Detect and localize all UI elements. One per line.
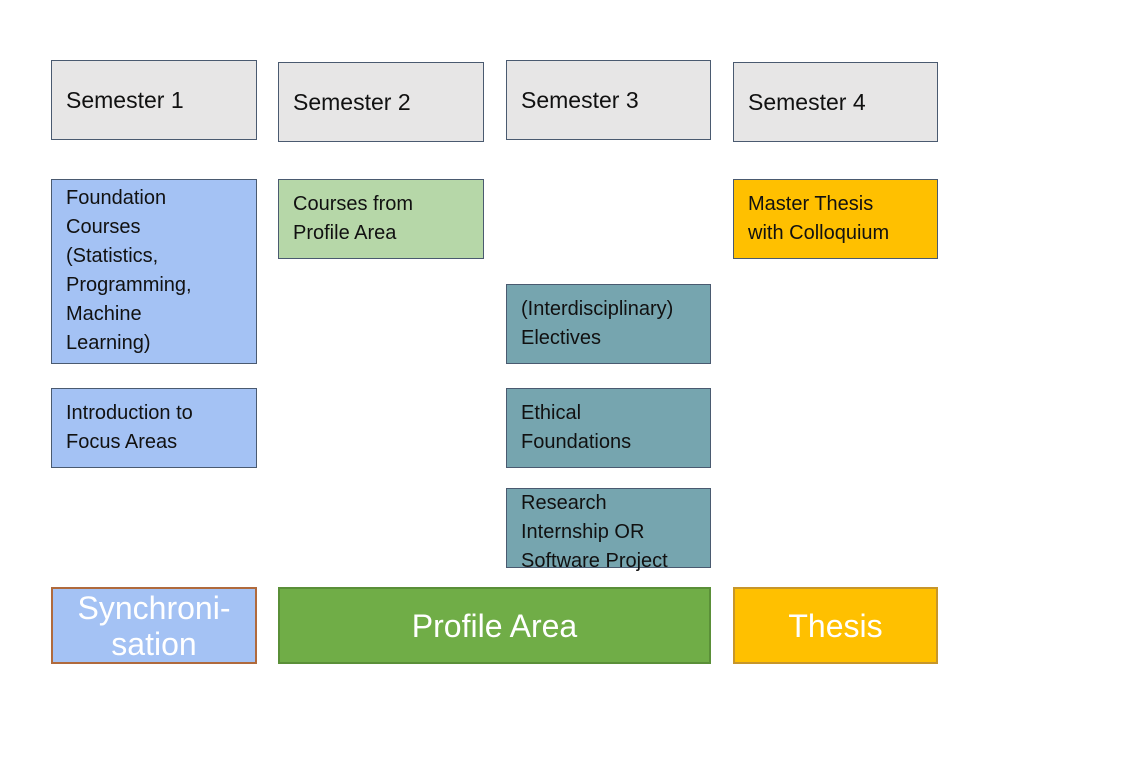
semester-1-label: Semester 1 bbox=[66, 86, 184, 113]
profile-area-band: Profile Area bbox=[278, 587, 711, 664]
semester-1-header: Semester 1 bbox=[51, 60, 257, 140]
profile-courses-label: Courses from Profile Area bbox=[293, 193, 414, 244]
synchronisation-band: Synchroni- sation bbox=[51, 587, 257, 664]
thesis-label: Thesis bbox=[788, 607, 883, 644]
electives-box: (Interdisciplinary) Electives bbox=[506, 284, 711, 364]
research-internship-label: Research Internship OR Software Project bbox=[521, 492, 668, 572]
synchronisation-label: Synchroni- sation bbox=[77, 589, 231, 662]
semester-3-header: Semester 3 bbox=[506, 60, 711, 140]
intro-focus-areas-label: Introduction to Focus Areas bbox=[66, 402, 193, 453]
master-thesis-box: Master Thesis with Colloquium bbox=[733, 179, 938, 259]
semester-2-header: Semester 2 bbox=[278, 62, 484, 142]
semester-2-label: Semester 2 bbox=[293, 88, 411, 115]
foundation-courses-label: Foundation Courses (Statistics, Programm… bbox=[66, 187, 192, 354]
master-thesis-label: Master Thesis with Colloquium bbox=[748, 193, 890, 244]
research-internship-box: Research Internship OR Software Project bbox=[506, 488, 711, 572]
foundation-courses-box: Foundation Courses (Statistics, Programm… bbox=[51, 179, 257, 364]
profile-courses-box: Courses from Profile Area bbox=[278, 179, 484, 259]
semester-4-label: Semester 4 bbox=[748, 88, 866, 115]
profile-area-label: Profile Area bbox=[411, 607, 578, 644]
ethical-foundations-box: Ethical Foundations bbox=[506, 388, 711, 468]
intro-focus-areas-box: Introduction to Focus Areas bbox=[51, 388, 257, 468]
semester-3-label: Semester 3 bbox=[521, 86, 639, 113]
ethical-foundations-label: Ethical Foundations bbox=[521, 402, 632, 453]
thesis-band: Thesis bbox=[733, 587, 938, 664]
semester-4-header: Semester 4 bbox=[733, 62, 938, 142]
electives-label: (Interdisciplinary) Electives bbox=[521, 298, 674, 349]
